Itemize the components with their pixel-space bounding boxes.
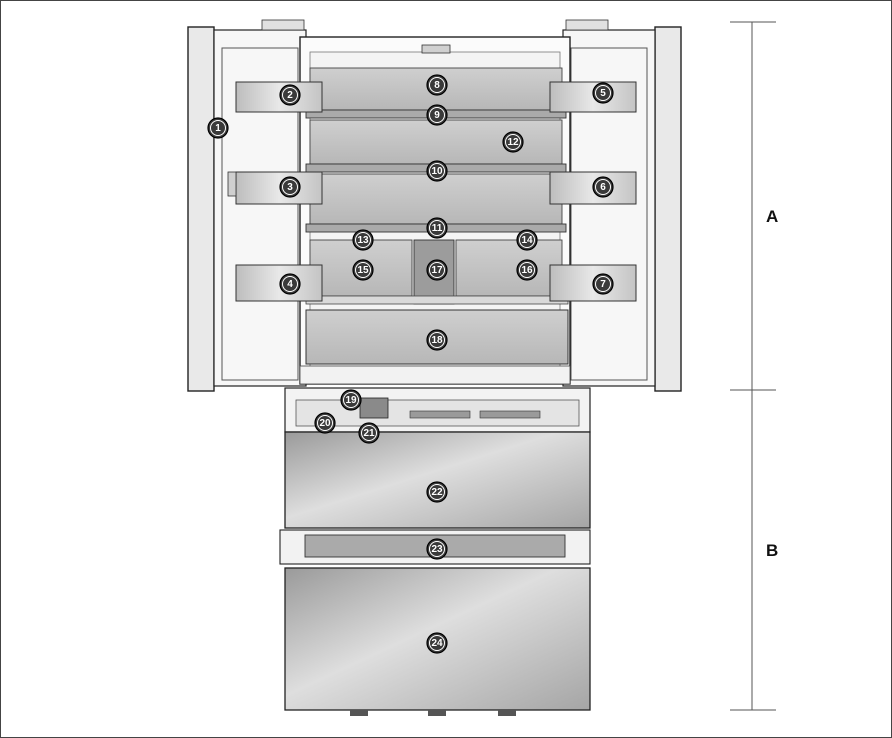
callout-12: 12: [502, 131, 524, 153]
callout-9: 9: [426, 104, 448, 126]
callout-number: 2: [287, 90, 293, 101]
fridge-compartment: [187, 19, 682, 392]
callout-number: 5: [600, 88, 606, 99]
callout-number: 4: [287, 279, 293, 290]
callout-15: 15: [352, 259, 374, 281]
callout-number: 22: [431, 487, 443, 498]
callout-number: 17: [431, 265, 443, 276]
crisper-right: [455, 239, 563, 297]
right-top-hinge: [565, 19, 609, 31]
callout-number: 7: [600, 279, 606, 290]
shelf-2: [309, 119, 563, 165]
callout-number: 12: [507, 137, 519, 148]
foot-left: [350, 710, 368, 716]
callout-24: 24: [426, 632, 448, 654]
callout-number: 18: [431, 335, 443, 346]
callout-16: 16: [516, 259, 538, 281]
section-label-b: B: [766, 541, 778, 560]
ice-maker-unit: [359, 397, 389, 419]
left-door-bin-top: [235, 81, 323, 113]
callout-2: 2: [279, 84, 301, 106]
callout-number: 19: [345, 395, 357, 406]
callout-number: 9: [434, 110, 440, 121]
callout-3: 3: [279, 176, 301, 198]
callout-number: 10: [431, 166, 443, 177]
callout-number: 24: [431, 638, 443, 649]
callout-22: 22: [426, 481, 448, 503]
left-door-latch: [227, 171, 237, 197]
callout-number: 20: [319, 418, 331, 429]
callout-5: 5: [592, 82, 614, 104]
callout-8: 8: [426, 74, 448, 96]
right-door-edge: [654, 26, 682, 392]
section-brackets: A B: [730, 21, 778, 711]
callout-number: 1: [215, 123, 221, 134]
callout-19: 19: [340, 389, 362, 411]
callout-14: 14: [516, 229, 538, 251]
callout-6: 6: [592, 176, 614, 198]
foot-middle: [428, 710, 446, 716]
left-door-edge: [187, 26, 215, 392]
left-door-bin-bottom: [235, 264, 323, 302]
callout-number: 6: [600, 182, 606, 193]
callout-13: 13: [352, 229, 374, 251]
ice-tray-left: [409, 410, 471, 419]
callout-7: 7: [592, 273, 614, 295]
callout-number: 11: [432, 223, 443, 234]
callout-11: 11: [426, 217, 448, 239]
fridge-bottom-drawer: [305, 309, 569, 365]
callout-23: 23: [426, 538, 448, 560]
callout-17: 17: [426, 259, 448, 281]
freezer-upper-drawer: [284, 431, 591, 529]
ice-tray-right: [479, 410, 541, 419]
callout-number: 13: [357, 235, 369, 246]
callout-number: 21: [363, 428, 375, 439]
foot-right: [498, 710, 516, 716]
section-label-a: A: [766, 207, 778, 226]
left-top-hinge: [261, 19, 305, 31]
callout-number: 23: [431, 544, 443, 555]
callout-number: 16: [521, 265, 533, 276]
callout-number: 14: [521, 235, 533, 246]
callout-4: 4: [279, 273, 301, 295]
callout-number: 3: [287, 182, 293, 193]
callout-20: 20: [314, 412, 336, 434]
callout-18: 18: [426, 329, 448, 351]
callout-number: 8: [434, 80, 440, 91]
top-light: [421, 44, 451, 54]
right-door-bin-top: [549, 81, 637, 113]
callout-number: 15: [357, 265, 369, 276]
left-door-bin-middle: [235, 171, 323, 205]
fridge-floor: [299, 365, 571, 385]
crisper-base: [305, 295, 569, 305]
callout-10: 10: [426, 160, 448, 182]
right-door-inner: [570, 47, 648, 381]
callout-1: 1: [207, 117, 229, 139]
left-door-inner: [221, 47, 299, 381]
callout-21: 21: [358, 422, 380, 444]
